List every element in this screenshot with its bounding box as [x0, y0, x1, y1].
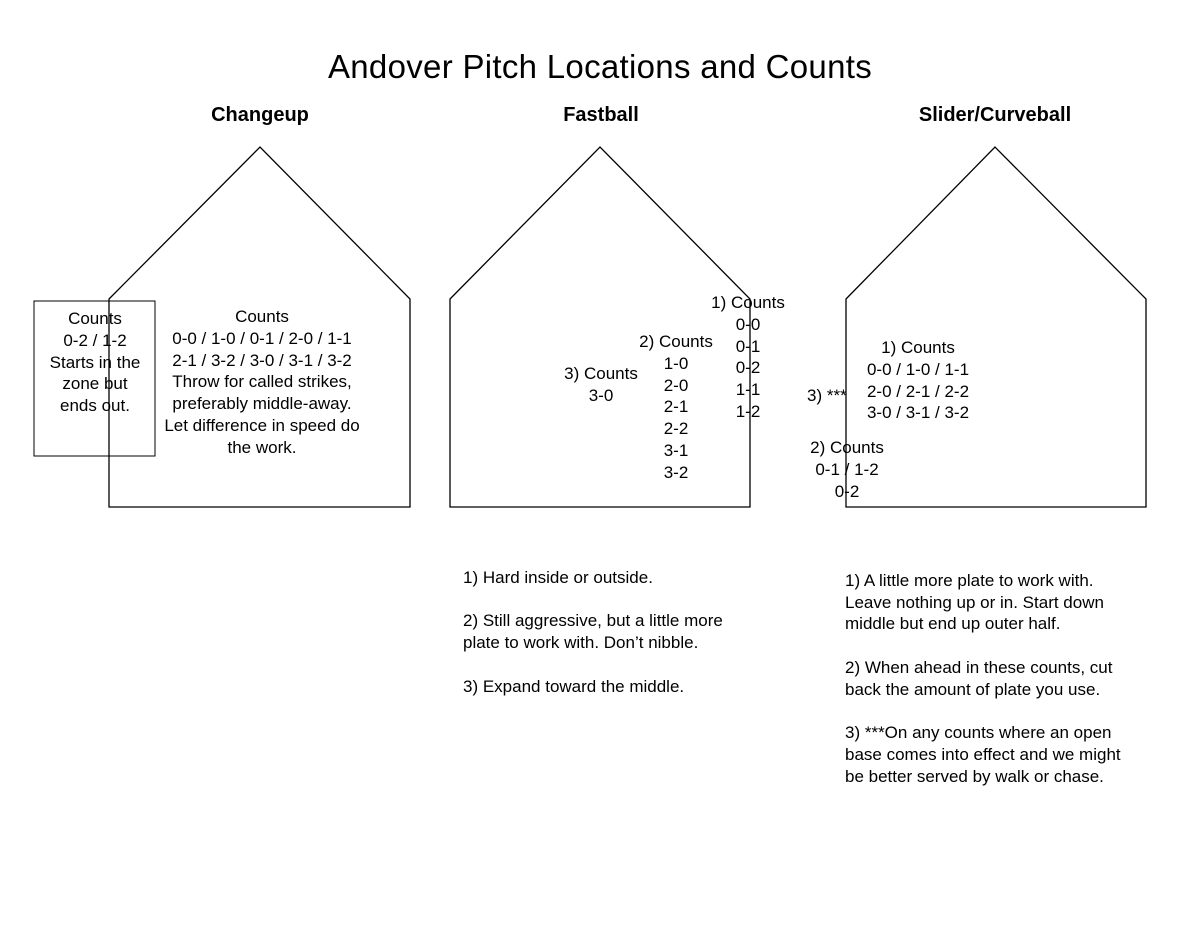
text-line: 3-0 / 3-1 / 3-2 [866, 403, 970, 423]
fastball-group-2: 2) Counts 1-0 2-0 2-1 2-2 3-1 3-2 [628, 331, 724, 484]
text-line: 2-0 / 2-1 / 2-2 [866, 381, 970, 401]
fastball-heading: Fastball [563, 104, 639, 126]
text-line: Counts [235, 307, 289, 326]
text-line: 0-0 / 1-0 / 0-1 / 2-0 / 1-1 [172, 328, 352, 348]
text-line: ends out. [60, 396, 130, 416]
text-line: 2) Counts [810, 438, 884, 457]
text-line: 1-2 [735, 401, 761, 421]
text-line: be better served by walk or chase. [845, 766, 1104, 786]
text-line: Leave nothing up or in. Start down [845, 592, 1104, 612]
text-line: 1) Hard inside or outside. [463, 567, 653, 587]
text-line: 3) Counts [564, 364, 638, 383]
text-line: 2) Still aggressive, but a little more [463, 611, 723, 631]
text-line: 2-1 [663, 397, 689, 417]
slider-group-1: 1) Counts 0-0 / 1-0 / 1-1 2-0 / 2-1 / 2-… [848, 337, 988, 424]
text-line: middle but end up outer half. [845, 614, 1061, 634]
text-line: back the amount of plate you use. [845, 679, 1101, 699]
text-line: plate to work with. Don’t nibble. [463, 633, 699, 653]
text-line: Starts in the [49, 352, 141, 372]
text-line: 0-2 [834, 481, 860, 501]
text-line: base comes into effect and we might [845, 745, 1121, 765]
fastball-group-3: 3) Counts 3-0 [553, 363, 649, 407]
slider-notes: 1) A little more plate to work with. Lea… [845, 548, 1121, 810]
text-line: Let difference in speed do [164, 415, 360, 435]
slider-home-plate [845, 146, 1147, 508]
text-line: 0-2 / 1-2 [63, 330, 127, 350]
text-line: 2-2 [663, 419, 689, 439]
text-line: preferably middle-away. [172, 394, 352, 414]
text-line: the work. [227, 437, 297, 457]
text-line: 0-0 / 1-0 / 1-1 [866, 359, 970, 379]
fastball-group-1: 1) Counts 0-0 0-1 0-2 1-1 1-2 [700, 292, 796, 423]
text-line: 1) A little more plate to work with. [845, 570, 1094, 590]
slider-heading: Slider/Curveball [918, 104, 1072, 126]
text-line: Throw for called strikes, [172, 372, 352, 392]
text-line: 2-1 / 3-2 / 3-0 / 3-1 / 3-2 [172, 350, 352, 370]
changeup-box-text: Counts 0-2 / 1-2 Starts in the zone but … [35, 308, 155, 417]
text-line: 1) Counts [881, 338, 955, 357]
text-line: 3-0 [588, 385, 614, 405]
text-line: 3) Expand toward the middle. [463, 676, 685, 696]
text-line: 2-0 [663, 375, 689, 395]
changeup-heading: Changeup [211, 104, 309, 126]
changeup-counts-text: Counts 0-0 / 1-0 / 0-1 / 2-0 / 1-1 2-1 /… [132, 306, 392, 459]
text-line: 1-0 [663, 353, 689, 373]
text-line: 0-1 / 1-2 [815, 459, 879, 479]
text-line: 0-2 [735, 358, 761, 378]
text-line: 2) When ahead in these counts, cut [845, 657, 1113, 677]
changeup-home-plate [108, 146, 411, 508]
fastball-home-plate [449, 146, 751, 508]
text-line: 0-1 [735, 336, 761, 356]
slider-group-3: 3) *** [807, 386, 847, 405]
text-line: 1-1 [735, 380, 761, 400]
text-line: 3-2 [663, 462, 689, 482]
text-line: 1) Counts [711, 293, 785, 312]
slider-group-2: 2) Counts 0-1 / 1-2 0-2 [800, 437, 894, 502]
text-line: 2) Counts [639, 332, 713, 351]
text-line: 3) ***On any counts where an open [845, 723, 1112, 743]
fastball-notes: 1) Hard inside or outside. 2) Still aggr… [463, 545, 723, 719]
text-line: Counts [68, 309, 122, 328]
changeup-zone-box [33, 300, 156, 457]
text-line: zone but [62, 374, 128, 394]
page-title: Andover Pitch Locations and Counts [327, 48, 873, 85]
text-line: 0-0 [735, 314, 761, 334]
text-line: 3-1 [663, 440, 689, 460]
